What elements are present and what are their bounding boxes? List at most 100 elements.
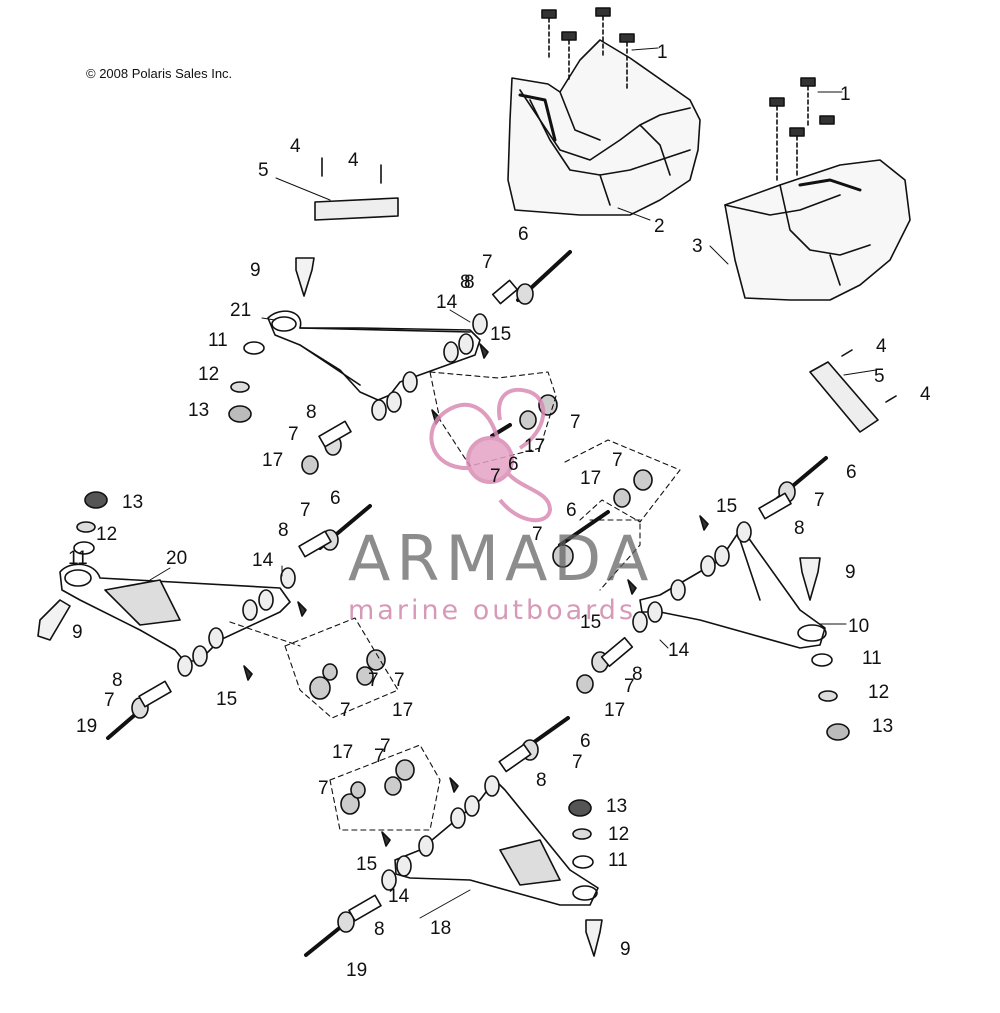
watermark-propeller-logo [429,387,553,523]
callout-label: 9 [72,622,83,643]
sleeves [138,279,792,922]
callout-label: 3 [692,236,703,257]
callout-label: 7 [374,746,385,767]
callout-label: 7 [482,252,493,273]
callout-label: 9 [845,562,856,583]
ball-joint-9-left [37,599,71,641]
callout-label: 7 [394,670,405,691]
callout-label: 17 [392,700,413,721]
callout-label: 7 [340,700,351,721]
callout-label: 1 [840,84,851,105]
copyright-notice: © 2008 Polaris Sales Inc. [86,66,233,81]
a-arm-21 [267,310,481,401]
callout-label: 17 [524,436,545,457]
callout-label: 14 [668,640,690,661]
callout-label: 7 [300,500,311,521]
callout-label: 8 [306,402,317,423]
callout-label: 17 [580,468,601,489]
callout-label: 21 [230,300,251,321]
callout-label: 7 [572,752,583,773]
ball-joint-9-top [295,257,315,297]
callout-label: 7 [532,524,543,545]
splash-guard-right [724,159,911,301]
callout-label: 17 [262,450,283,471]
callout-label: 9 [250,260,261,281]
callout-label: 7 [368,670,379,691]
callout-label: 7 [104,690,115,711]
callout-label: 6 [580,731,591,752]
callout-label: 5 [258,160,269,181]
callout-label: 8 [536,770,547,791]
bolts-right-guard [769,77,835,181]
callout-label: 6 [566,500,577,521]
grease-fittings [243,343,709,847]
callout-label: 7 [490,466,501,487]
callout-label: 7 [380,736,391,757]
callout-label: 14 [436,292,458,313]
callout-label: 4 [876,336,887,357]
callout-label: 13 [122,492,143,513]
callout-label: 11 [208,330,228,351]
callout-label: 8 [464,272,475,293]
callout-label: 19 [346,960,367,981]
callout-label: 20 [166,548,187,569]
callout-label: 6 [330,488,341,509]
watermark-tagline: marine outboards [348,595,637,626]
callout-label: 7 [814,490,825,511]
callout-label: 19 [76,716,97,737]
callout-label: 6 [518,224,529,245]
callout-label: 8 [112,670,123,691]
callout-label: 4 [920,384,931,405]
callout-label: 7 [612,450,623,471]
callout-label: 7 [570,412,581,433]
callout-label: 11 [68,548,88,569]
splash-guard-left [507,39,701,216]
callout-label: 8 [460,272,471,293]
callout-label: 15 [580,612,601,633]
bracket-right [809,361,879,433]
callout-label: 14 [252,550,274,571]
callout-label: 6 [508,454,519,475]
callout-label: 4 [348,150,359,171]
watermark-brand: ARMADA [348,522,655,595]
callout-label: 11 [608,850,628,871]
callout-label: 12 [608,824,629,845]
callout-label: 15 [356,854,377,875]
bushings [177,313,752,891]
callout-label: 13 [188,400,209,421]
callout-label: 5 [874,366,885,387]
callout-label: 8 [794,518,805,539]
callout-label: 11 [862,648,882,669]
bracket-upper-left [314,197,399,221]
leader-lines [149,47,877,919]
callout-label: 12 [198,364,219,385]
callout-label: 17 [332,742,353,763]
bolts-and-washers [106,250,828,957]
callout-label: 4 [290,136,301,157]
callout-label: 17 [604,700,625,721]
callout-label: 12 [868,682,889,703]
callout-label: 8 [278,520,289,541]
callout-label: 15 [216,689,237,710]
assembly-guides [229,371,681,831]
callout-label: 10 [848,616,869,637]
callout-label: 2 [654,216,665,237]
callout-label: 1 [657,42,668,63]
callout-label: 13 [872,716,893,737]
callout-label: 7 [288,424,299,445]
fasteners-small [73,341,850,869]
callout-label: 8 [374,919,385,940]
ball-joint-9-right [799,557,821,601]
callout-label: 14 [388,886,410,907]
callout-label: 15 [490,324,511,345]
callout-label: 18 [430,918,451,939]
callout-label: 13 [606,796,627,817]
a-arm-20 [59,563,291,663]
callout-label: 15 [716,496,737,517]
callout-label: 8 [632,664,643,685]
a-arm-10 [639,529,827,649]
callout-label: 7 [318,778,329,799]
